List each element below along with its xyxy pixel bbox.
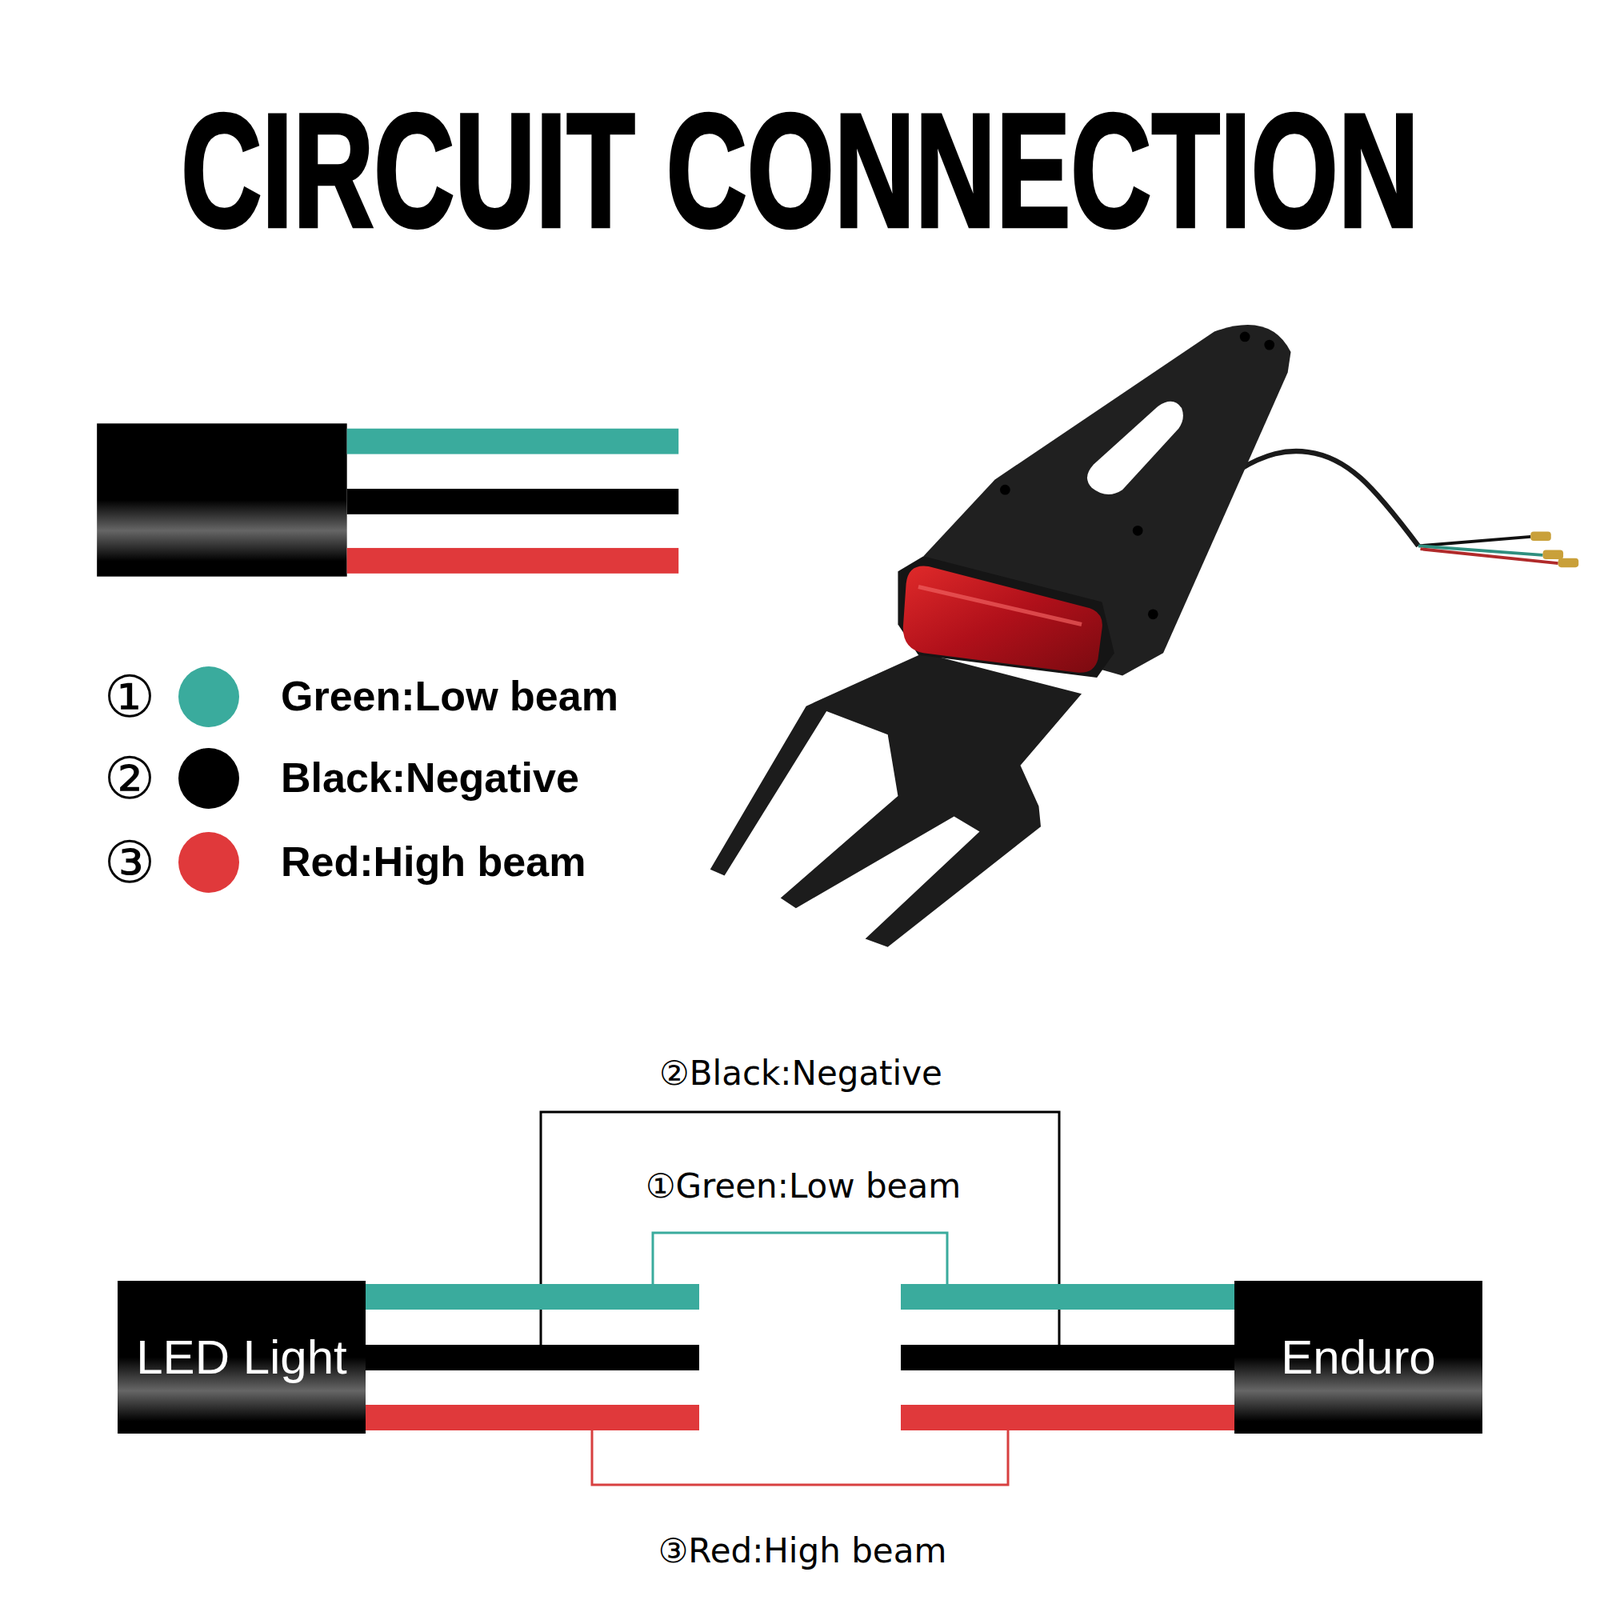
- legend-text: Black:Negative: [280, 755, 580, 801]
- fender-light-illustration: [710, 324, 1579, 948]
- wire-stubs: [365, 1284, 1235, 1431]
- lens-highlight: [918, 586, 1082, 624]
- callout-number: ①: [104, 668, 156, 726]
- illustrations: [96, 324, 1579, 948]
- box-label: LED Light: [136, 1331, 348, 1384]
- bullet-connector: [1543, 549, 1564, 559]
- legend-text: Red:High beam: [280, 839, 586, 885]
- callout-number: ②: [104, 749, 156, 808]
- screw: [1240, 332, 1251, 343]
- legend-swatch: [178, 832, 240, 893]
- red-lead: [1420, 548, 1558, 564]
- wire-box: LED Light: [117, 1280, 366, 1434]
- screw: [1264, 340, 1275, 351]
- connector-label: ③Red:High beam: [653, 1532, 952, 1571]
- green-wire: [347, 428, 680, 455]
- callout-number: ③: [104, 833, 156, 892]
- screw: [1132, 525, 1144, 536]
- light-cable: [1240, 451, 1419, 546]
- legend-swatch: [178, 748, 240, 809]
- fender-fork: [710, 652, 1082, 947]
- black-wire: [365, 1344, 700, 1371]
- cable-illustration: [96, 423, 679, 576]
- green-wire: [900, 1284, 1235, 1310]
- fender-slot: [1087, 401, 1184, 495]
- light-housing: [897, 556, 1114, 678]
- red-wire: [347, 548, 680, 574]
- title: CIRCUIT CONNECTION: [0, 89, 1600, 252]
- bullet-connector: [1558, 558, 1580, 568]
- green-wire: [365, 1284, 700, 1310]
- wire-connector: [365, 1112, 1235, 1358]
- bullet-connector: [1530, 532, 1552, 541]
- black-wire: [900, 1344, 1235, 1371]
- legend-swatch: [178, 666, 240, 728]
- black-lead: [1418, 536, 1531, 546]
- cable-sheath: [96, 423, 347, 576]
- wire-box: Enduro: [1234, 1280, 1483, 1434]
- screw: [1148, 608, 1159, 620]
- red-wire: [365, 1404, 700, 1431]
- legend-text: Green:Low beam: [280, 673, 619, 720]
- connector-label: ①Green:Low beam: [640, 1167, 966, 1206]
- connector-label: ②Black:Negative: [654, 1054, 948, 1093]
- tail-lens: [903, 565, 1103, 672]
- screw: [1000, 484, 1011, 496]
- box-label: Enduro: [1280, 1331, 1436, 1384]
- black-wire: [347, 488, 680, 515]
- red-wire: [900, 1404, 1235, 1431]
